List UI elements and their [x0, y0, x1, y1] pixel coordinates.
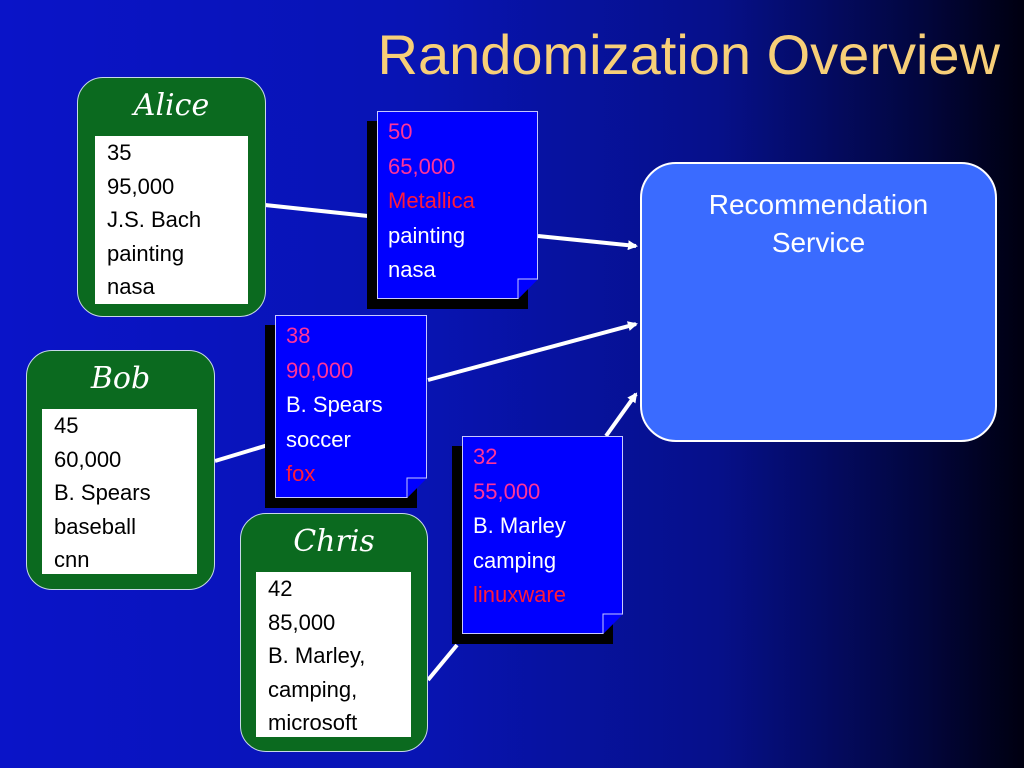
- bob-note-line-3: B. Spears: [286, 392, 383, 417]
- bob-line-5: cnn: [54, 547, 90, 572]
- user-data-chris: 42 85,000 B. Marley, camping, microsoft: [256, 572, 411, 737]
- alice-note-line-4: painting: [388, 222, 466, 248]
- chris-line-4: camping,: [268, 676, 358, 702]
- bob-line-1: 45: [54, 413, 79, 438]
- chris-note-line-4: camping: [473, 547, 557, 573]
- bob-note-line-4: soccer: [286, 426, 351, 452]
- service-label: Recommendation Service: [642, 186, 995, 262]
- chris-note-line-5: linuxware: [473, 582, 566, 607]
- randomized-note-alice: 50 65,000 Metallica painting nasa: [367, 111, 538, 309]
- user-name-alice: Alice: [133, 88, 210, 123]
- bob-note-line-1: 38: [286, 323, 311, 348]
- chris-line-2: 85,000: [268, 609, 336, 635]
- chris-note-line-2: 55,000: [473, 478, 541, 504]
- bob-note-line-2: 90,000: [286, 357, 354, 383]
- alice-line-2: 95,000: [107, 173, 175, 199]
- alice-note-line-3: Metallica: [388, 188, 475, 213]
- alice-note-line-5: nasa: [388, 257, 436, 282]
- user-box-alice: Alice 35 95,000 J.S. Bach painting nasa: [77, 77, 266, 317]
- user-box-chris: Chris 42 85,000 B. Marley, camping, micr…: [240, 513, 428, 752]
- chris-arrow: [604, 392, 638, 438]
- alice-connector: [264, 203, 369, 218]
- alice-note-line-1: 50: [388, 119, 413, 144]
- chris-line-1: 42: [268, 576, 293, 601]
- note-content-chris: 32 55,000 B. Marley camping linuxware: [473, 440, 566, 613]
- alice-note-line-2: 65,000: [388, 153, 456, 179]
- bob-line-2: 60,000: [54, 446, 122, 472]
- chris-connector: [426, 643, 459, 682]
- bob-connector: [214, 443, 269, 463]
- alice-line-4: painting: [107, 240, 185, 266]
- bob-line-3: B. Spears: [54, 480, 151, 505]
- page-curl-icon: [602, 613, 623, 634]
- user-name-chris: Chris: [293, 524, 375, 559]
- alice-line-3: J.S. Bach: [107, 207, 202, 232]
- alice-line-5: nasa: [107, 274, 155, 299]
- chris-line-3: B. Marley,: [268, 643, 366, 668]
- user-data-alice: 35 95,000 J.S. Bach painting nasa: [95, 136, 248, 304]
- user-box-bob: Bob 45 60,000 B. Spears baseball cnn: [26, 350, 215, 590]
- alice-arrow: [537, 234, 638, 251]
- service-label-line-2: Service: [771, 227, 866, 258]
- note-content-alice: 50 65,000 Metallica painting nasa: [388, 115, 475, 288]
- page-curl-icon: [517, 278, 538, 299]
- page-curl-icon: [406, 477, 427, 498]
- chris-note-line-1: 32: [473, 444, 498, 469]
- chris-note-line-3: B. Marley: [473, 513, 566, 538]
- note-content-bob: 38 90,000 B. Spears soccer fox: [286, 319, 383, 492]
- user-data-bob: 45 60,000 B. Spears baseball cnn: [42, 409, 197, 574]
- randomized-note-bob: 38 90,000 B. Spears soccer fox: [265, 315, 427, 508]
- bob-line-4: baseball: [54, 513, 136, 539]
- user-name-bob: Bob: [90, 361, 151, 396]
- randomized-note-chris: 32 55,000 B. Marley camping linuxware: [452, 436, 623, 644]
- bob-arrow: [427, 321, 638, 382]
- chris-line-5: microsoft: [268, 710, 358, 735]
- service-label-line-1: Recommendation: [708, 189, 929, 220]
- slide-title: Randomization Overview: [377, 23, 1000, 86]
- bob-note-line-5: fox: [286, 461, 316, 486]
- recommendation-service-box: Recommendation Service: [640, 162, 997, 442]
- alice-line-1: 35: [107, 140, 132, 165]
